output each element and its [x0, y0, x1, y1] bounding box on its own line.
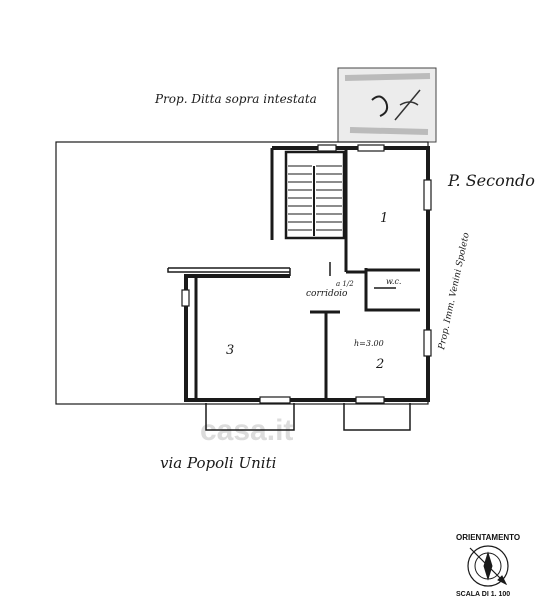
label-top-owner: Prop. Ditta sopra intestata — [154, 92, 317, 106]
label-right-owner: Prop. Imm. Venini Spoleto — [437, 231, 472, 351]
windows — [181, 144, 432, 404]
label-room-3: 3 — [226, 343, 234, 358]
label-room-1: 1 — [380, 211, 388, 226]
compass-title: ORIENTAMENTO — [456, 533, 520, 542]
label-corridor: corridoio — [306, 289, 348, 299]
compass-rose-icon — [467, 545, 509, 587]
balconies — [205, 403, 411, 431]
stairwell — [284, 150, 346, 240]
label-scale: SCALA DI 1. 100 — [456, 591, 510, 598]
door-marks — [329, 262, 396, 289]
stamp-icon — [337, 67, 437, 143]
label-floor: P. Secondo — [447, 171, 535, 190]
interior-walls — [167, 148, 420, 400]
label-wc-code: a 1/2 — [336, 280, 354, 288]
label-wc: w.c. — [386, 277, 401, 286]
label-ceiling-height: h=3.00 — [354, 339, 384, 348]
label-street: via Popoli Uniti — [160, 454, 277, 472]
outer-walls — [55, 141, 430, 405]
label-room-2: 2 — [375, 357, 384, 372]
